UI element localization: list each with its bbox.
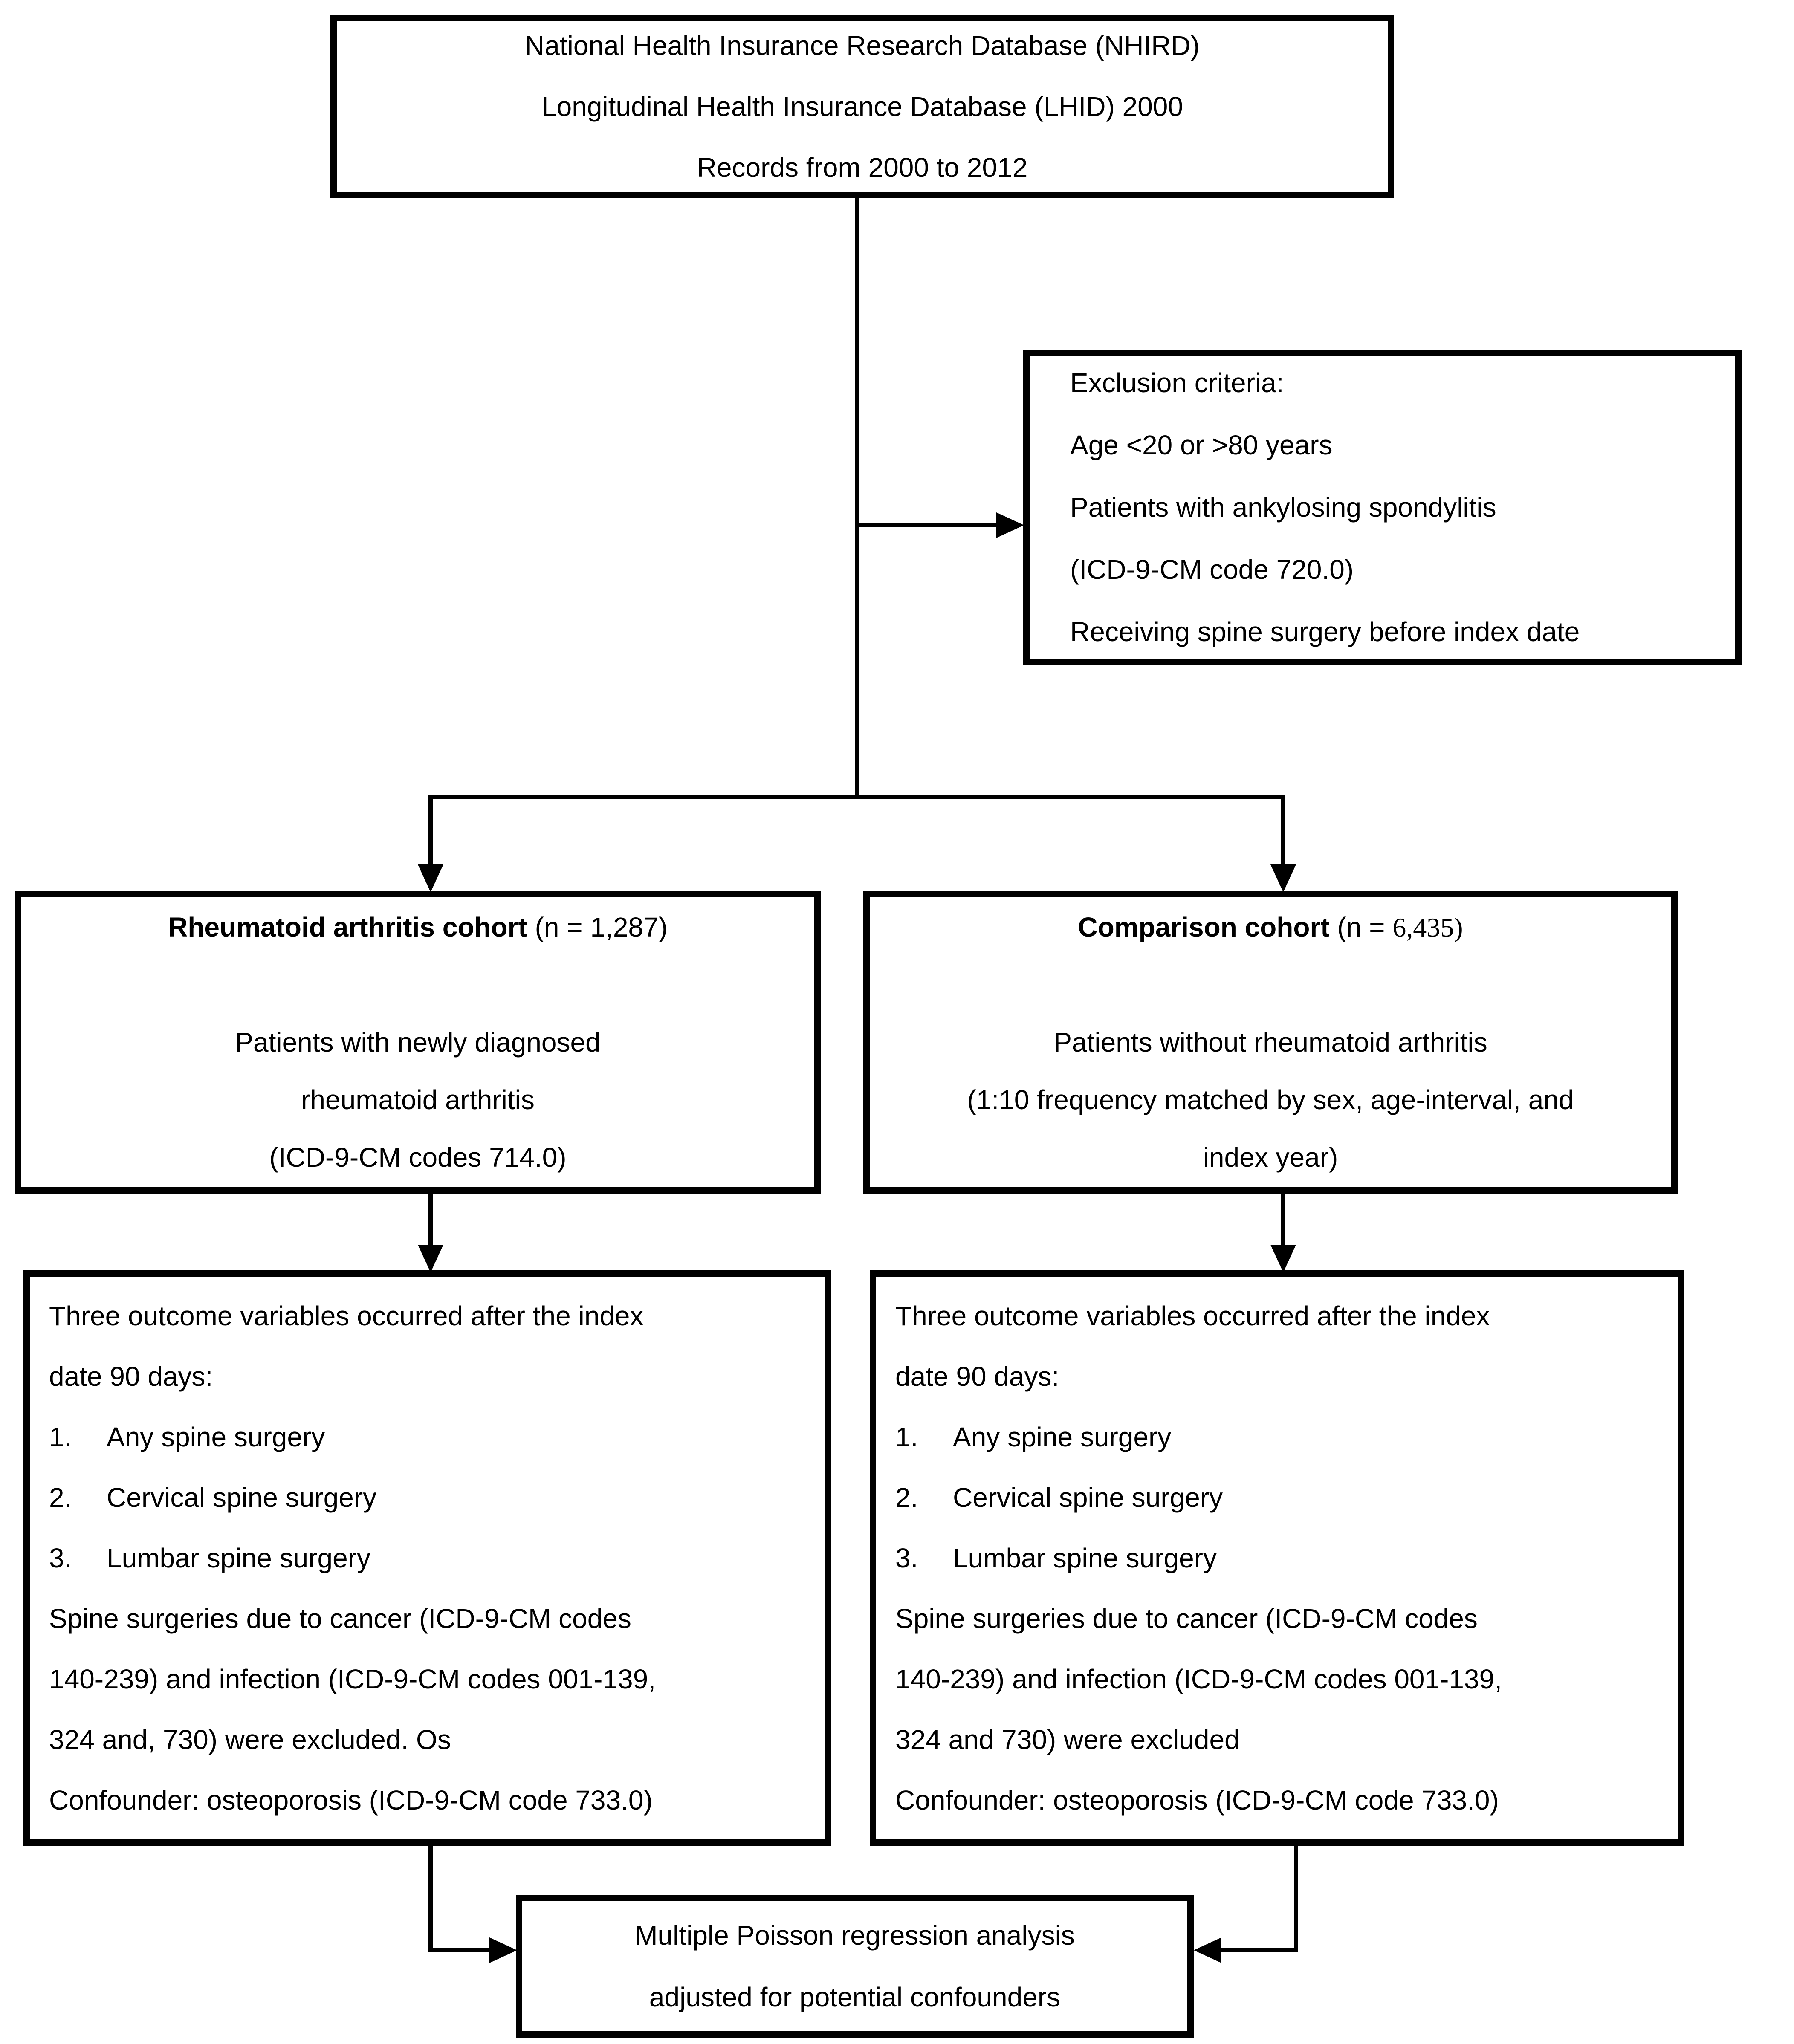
left-branch-vertical-line (428, 795, 433, 865)
database-box-line-1: National Health Insurance Research Datab… (525, 30, 1200, 61)
ra-cohort-to-outcome-arrowhead-icon (418, 1245, 443, 1272)
ra-outcome-item-1-text: Any spine surgery (107, 1422, 325, 1452)
comparison-cohort-line-3: index year) (1203, 1142, 1338, 1173)
right-regression-arrowhead-icon (1194, 1937, 1221, 1963)
ra-cohort-to-outcome-line (428, 1191, 433, 1247)
comparison-outcome-item-3-num: 3. (895, 1543, 918, 1573)
comparison-cohort-title: Comparison cohort (n = 6,435) (1078, 899, 1463, 956)
ra-outcome-item-2: 2. Cervical spine surgery (49, 1467, 376, 1528)
ra-cohort-title: Rheumatoid arthritis cohort (n = 1,287) (168, 899, 668, 956)
split-horizontal-line (428, 795, 1285, 799)
right-branch-arrowhead-icon (1270, 864, 1296, 892)
comparison-cohort-title-n: (n = (1329, 911, 1393, 942)
comparison-cohort-title-num: 6,435) (1392, 912, 1463, 942)
comparison-cohort-to-outcome-arrowhead-icon (1270, 1245, 1296, 1272)
comparison-cohort-title-bold: Comparison cohort (1078, 911, 1330, 942)
regression-box: Multiple Poisson regression analysis adj… (516, 1895, 1194, 2038)
comparison-outcome-item-1-text: Any spine surgery (953, 1422, 1172, 1452)
database-box-line-3: Records from 2000 to 2012 (697, 152, 1028, 183)
comparison-outcome-intro-1: Three outcome variables occurred after t… (895, 1301, 1490, 1331)
exclusion-line-2: Age <20 or >80 years (1070, 430, 1333, 460)
ra-outcome-item-3-text: Lumbar spine surgery (107, 1543, 370, 1573)
ra-outcome-item-3-num: 3. (49, 1543, 72, 1573)
comparison-outcome-tail-4: Confounder: osteoporosis (ICD-9-CM code … (895, 1785, 1499, 1816)
left-bottom-vertical-line (428, 1844, 433, 1952)
comparison-outcome-tail-2: 140-239) and infection (ICD-9-CM codes 0… (895, 1664, 1502, 1694)
comparison-outcome-item-2: 2. Cervical spine surgery (895, 1467, 1223, 1528)
left-regression-arrowhead-icon (489, 1937, 517, 1963)
database-box: National Health Insurance Research Datab… (330, 15, 1394, 198)
right-bottom-vertical-line (1294, 1844, 1298, 1952)
ra-cohort-title-n: (n = 1,287) (527, 911, 668, 942)
comparison-cohort-line-1: Patients without rheumatoid arthritis (1053, 1026, 1487, 1058)
ra-outcome-item-1: 1. Any spine surgery (49, 1407, 325, 1467)
right-bottom-horizontal-line (1221, 1948, 1298, 1952)
exclusion-arrowhead-icon (996, 512, 1024, 538)
database-box-line-2: Longitudinal Health Insurance Database (… (541, 91, 1183, 122)
ra-outcome-item-1-num: 1. (49, 1422, 72, 1452)
exclusion-line-3: Patients with ankylosing spondylitis (1070, 492, 1496, 523)
comparison-cohort-line-2: (1:10 frequency matched by sex, age-inte… (967, 1084, 1574, 1115)
ra-outcome-tail-2: 140-239) and infection (ICD-9-CM codes 0… (49, 1664, 656, 1694)
left-branch-arrowhead-icon (418, 864, 443, 892)
ra-outcome-tail-3: 324 and, 730) were excluded. Os (49, 1724, 451, 1755)
ra-outcome-item-2-num: 2. (49, 1482, 72, 1513)
comparison-outcome-item-3: 3. Lumbar spine surgery (895, 1528, 1217, 1588)
ra-outcome-item-3: 3. Lumbar spine surgery (49, 1528, 370, 1588)
ra-outcome-item-2-text: Cervical spine surgery (107, 1482, 377, 1513)
exclusion-branch-line (857, 523, 998, 527)
comparison-outcome-item-1: 1. Any spine surgery (895, 1407, 1171, 1467)
ra-cohort-line-2: rheumatoid arthritis (301, 1084, 535, 1115)
comparison-outcome-intro-2: date 90 days: (895, 1361, 1059, 1392)
right-branch-vertical-line (1281, 795, 1285, 865)
ra-cohort-line-3: (ICD-9-CM codes 714.0) (269, 1142, 567, 1173)
ra-outcome-tail-4: Confounder: osteoporosis (ICD-9-CM code … (49, 1785, 653, 1816)
comparison-outcome-item-3-text: Lumbar spine surgery (953, 1543, 1217, 1573)
ra-outcome-intro-1: Three outcome variables occurred after t… (49, 1301, 644, 1331)
ra-cohort-line-1: Patients with newly diagnosed (235, 1026, 601, 1058)
ra-cohort-box: Rheumatoid arthritis cohort (n = 1,287) … (15, 891, 821, 1194)
main-vertical-line (855, 196, 859, 799)
comparison-outcome-tail-1: Spine surgeries due to cancer (ICD-9-CM … (895, 1603, 1478, 1634)
ra-outcome-intro-2: date 90 days: (49, 1361, 213, 1392)
comparison-outcome-tail-3: 324 and 730) were excluded (895, 1724, 1240, 1755)
comparison-outcome-item-1-num: 1. (895, 1422, 918, 1452)
regression-line-1: Multiple Poisson regression analysis (635, 1920, 1075, 1951)
comparison-cohort-to-outcome-line (1281, 1191, 1285, 1247)
comparison-outcome-item-2-text: Cervical spine surgery (953, 1482, 1223, 1513)
left-bottom-horizontal-line (428, 1948, 490, 1952)
exclusion-line-1: Exclusion criteria: (1070, 367, 1284, 398)
ra-outcome-tail-1: Spine surgeries due to cancer (ICD-9-CM … (49, 1603, 631, 1634)
exclusion-line-4: (ICD-9-CM code 720.0) (1070, 554, 1354, 585)
comparison-cohort-box: Comparison cohort (n = 6,435) Patients w… (863, 891, 1678, 1194)
regression-line-2: adjusted for potential confounders (649, 1981, 1061, 2012)
exclusion-criteria-box: Exclusion criteria: Age <20 or >80 years… (1023, 350, 1742, 665)
exclusion-line-5: Receiving spine surgery before index dat… (1070, 616, 1580, 647)
comparison-outcome-item-2-num: 2. (895, 1482, 918, 1513)
ra-outcome-box: Three outcome variables occurred after t… (23, 1270, 831, 1846)
comparison-outcome-box: Three outcome variables occurred after t… (870, 1270, 1684, 1846)
ra-cohort-title-bold: Rheumatoid arthritis cohort (168, 911, 527, 942)
